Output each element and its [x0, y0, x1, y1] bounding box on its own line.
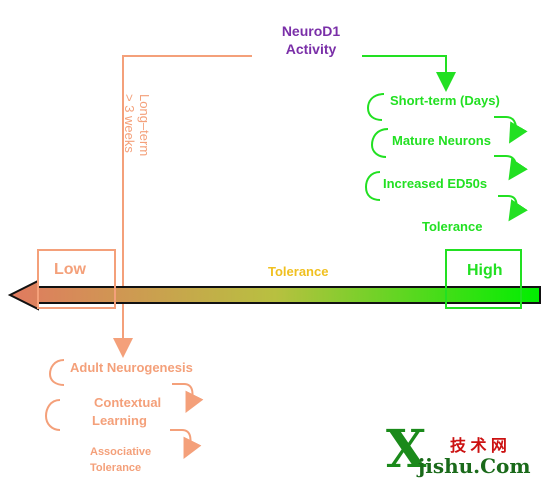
- neurod1-title-line2: Activity: [285, 41, 337, 57]
- long-term-step-3-line1: Associative: [90, 446, 152, 458]
- low-label: Low: [54, 261, 86, 278]
- long-term-connector: [113, 55, 252, 358]
- tolerance-gradient-arrow: [7, 279, 541, 311]
- short-term-step-1: Short-term (Days): [390, 93, 500, 108]
- long-term-label: Long–term > 3 weeks: [122, 94, 152, 156]
- short-term-step-3: Increased ED50s: [383, 176, 488, 191]
- watermark-site: jishu.Com: [418, 454, 531, 478]
- short-term-cascade-lines: [364, 93, 528, 222]
- watermark-cn: 技 术 网: [450, 438, 507, 455]
- long-term-step-3: Associative Tolerance: [90, 444, 151, 476]
- long-term-label-line2: > 3 weeks: [122, 94, 137, 153]
- high-label: High: [467, 262, 503, 279]
- tolerance-scale-label: Tolerance: [268, 264, 329, 279]
- low-box: [37, 249, 116, 309]
- long-term-step-2-line2: Learning: [92, 413, 147, 428]
- long-term-step-1: Adult Neurogenesis: [70, 360, 193, 375]
- long-term-step-2: Contextual Learning: [92, 394, 162, 430]
- short-term-step-2: Mature Neurons: [392, 133, 491, 148]
- long-term-step-3-line2: Tolerance: [90, 462, 142, 474]
- neurod1-title-line1: NeuroD1: [281, 23, 341, 39]
- high-box: [445, 249, 522, 309]
- long-term-label-line1: Long–term: [137, 94, 152, 157]
- long-term-step-2-line1: Contextual: [94, 395, 162, 410]
- long-term-cascade-lines: [44, 359, 204, 459]
- short-term-connector: [362, 55, 456, 92]
- neurod1-title: NeuroD1 Activity: [272, 22, 350, 58]
- watermark-letter: X: [386, 419, 427, 480]
- short-term-step-4: Tolerance: [422, 219, 483, 234]
